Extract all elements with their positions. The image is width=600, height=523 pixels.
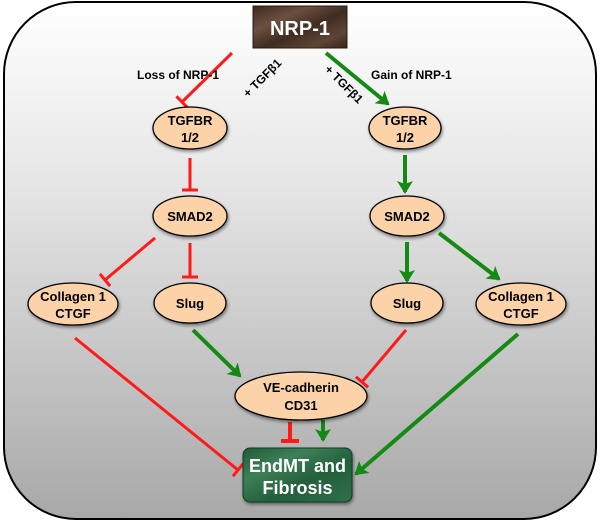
endmt-fibrosis-node: EndMT and Fibrosis [242,447,353,503]
loss-branch-label: Loss of NRP-1 [137,68,219,82]
edge-vecadherin-to-endmt-activate [315,420,331,442]
vecadherin-node: VE-cadherin CD31 [234,371,368,421]
inhibit-line [74,336,239,472]
edge-nrp1-to-tgfbr-left-inhibit [175,51,234,109]
collagen-left-node: Collagen 1 CTGF [27,282,119,326]
edge-slug-left-to-vecadherin-activate [191,328,242,378]
arrowhead-icon [399,270,415,283]
arrowhead-icon [485,265,501,281]
edge-smad2-left-to-collagen-left-inhibit [98,236,156,288]
endmt-line1: EndMT and [249,456,346,476]
slug-left-node: Slug [153,282,227,324]
edge-smad2-right-to-collagen-right-activate [437,231,501,281]
slug-left-label: Slug [176,296,204,311]
smad2-right-node: SMAD2 [369,195,445,237]
tgfbr-right-line1: TGFBR [383,113,428,128]
inhibit-bar-icon [354,375,370,389]
slug-right-label: Slug [393,296,421,311]
edge-slug-right-to-vecadherin-inhibit [354,329,408,389]
inhibit-bar-icon [98,272,112,288]
tgfbr-left-line2: 1/2 [181,130,199,145]
edge-nrp1-to-tgfbr-right-activate [324,51,390,106]
edge-collagen-left-to-endmt-inhibit [74,336,245,478]
inhibit-line [104,236,156,282]
tgfbr-left-node: TGFBR 1/2 [152,106,228,150]
smad2-right-label: SMAD2 [384,209,430,224]
activate-line [324,51,390,106]
collagen-right-node: Collagen 1 CTGF [475,282,567,326]
vecadherin-line1: VE-cadherin [263,380,339,395]
edge-tgfbr-right-to-smad2-right-activate [397,155,413,194]
arrowhead-icon [226,362,242,378]
arrowhead-icon [354,460,370,476]
nodes-layer: TGFBR 1/2 SMAD2 Collagen 1 CTGF Slug TGF… [27,106,567,421]
inhibit-line [180,51,234,104]
slug-right-node: Slug [370,282,444,324]
edge-tgfbr-left-to-smad2-left-inhibit [182,158,198,192]
arrowhead-icon [315,429,331,442]
collagen-left-line2: CTGF [55,306,90,321]
collagen-left-line1: Collagen 1 [40,289,106,304]
tgfbr-left-line1: TGFBR [168,113,213,128]
diagram-frame [3,1,597,520]
vecadherin-line2: CD31 [284,398,317,413]
edges-layer [74,51,520,478]
edge-collagen-right-to-endmt-activate [354,332,520,476]
nrp1-label: NRP-1 [270,18,330,40]
collagen-right-line2: CTGF [503,306,538,321]
nrp1-node: NRP-1 [252,5,348,49]
gain-branch-label: Gain of NRP-1 [371,68,452,82]
edge-vecadherin-to-endmt-inhibit [281,422,299,443]
endmt-line2: Fibrosis [262,478,332,498]
activate-line [437,231,501,281]
arrowhead-icon [374,90,390,106]
inhibit-line [360,329,408,383]
tgfbr-right-line2: 1/2 [396,130,414,145]
edge-smad2-right-to-slug-right-activate [399,242,415,283]
activate-line [191,328,242,378]
smad2-left-node: SMAD2 [152,195,228,237]
collagen-right-line1: Collagen 1 [488,289,554,304]
tgfbr-right-node: TGFBR 1/2 [368,106,442,150]
inhibit-bar-icon [175,95,189,109]
arrowhead-icon [397,181,413,194]
smad2-left-label: SMAD2 [167,209,213,224]
inhibit-bar-icon [231,462,245,478]
activate-line [354,332,520,476]
edge-smad2-left-to-slug-left-inhibit [182,243,198,279]
